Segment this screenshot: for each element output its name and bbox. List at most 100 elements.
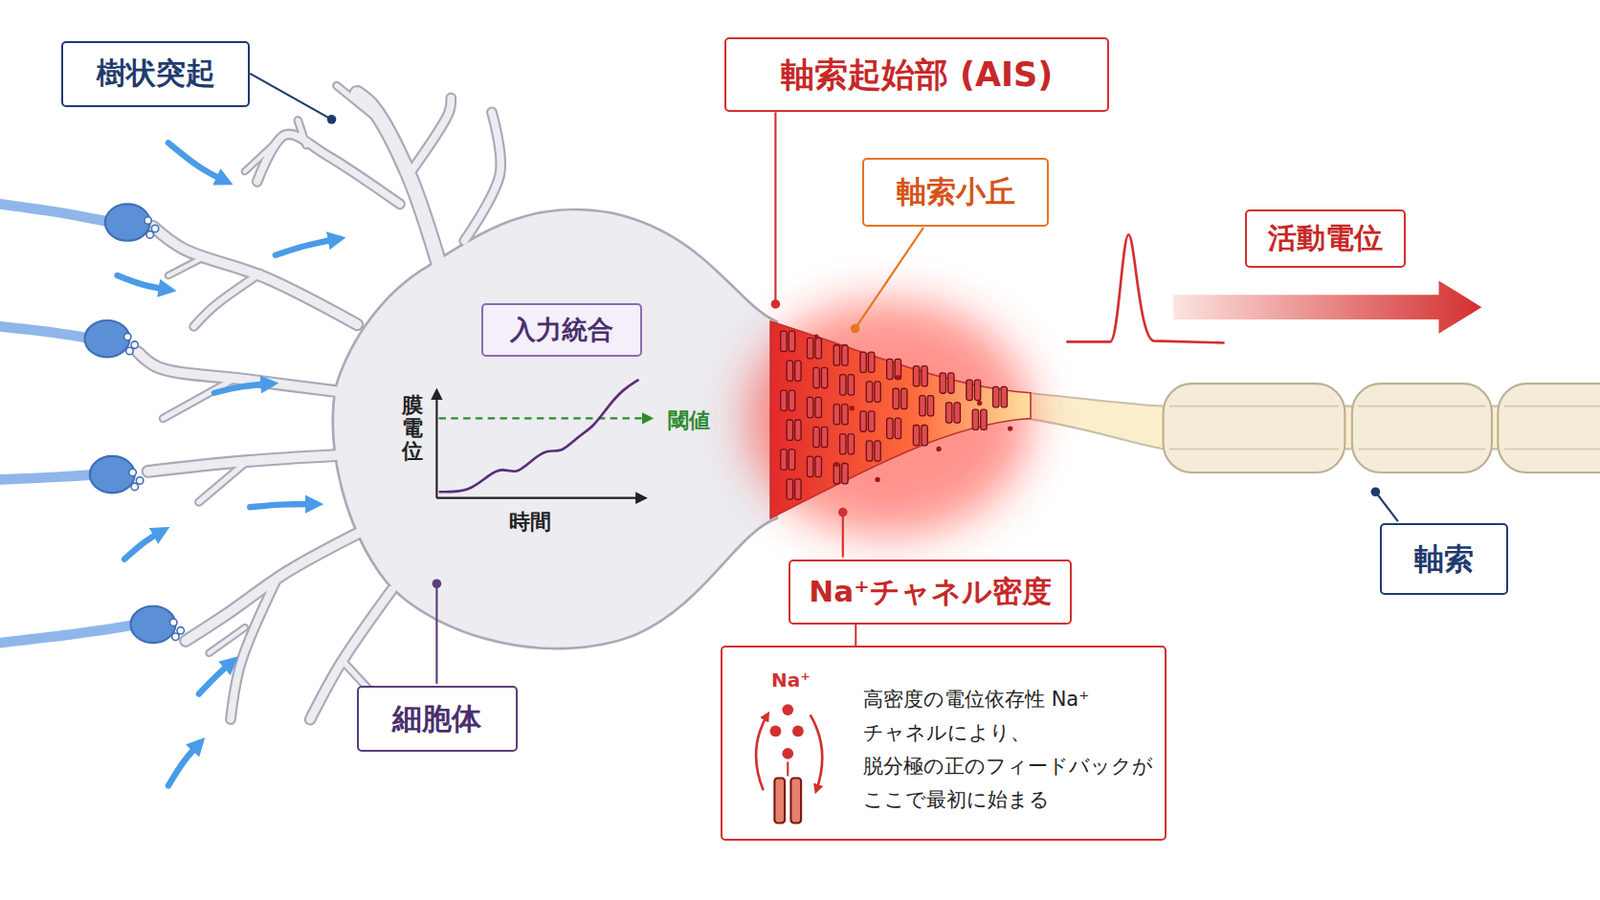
- callout-label: 軸索小丘: [896, 172, 1016, 213]
- sodium-ion: [849, 405, 855, 411]
- action-potential-trace: [1066, 234, 1224, 343]
- leader-dot: [838, 508, 848, 518]
- callout-label: 軸索: [1414, 539, 1474, 580]
- channel-half: [980, 409, 987, 430]
- part-callout: 細胞体: [356, 686, 517, 753]
- feedback-arrow: [755, 715, 768, 792]
- sodium-channel: [806, 397, 822, 418]
- channel-half: [921, 424, 928, 445]
- synaptic-spine: [126, 347, 134, 355]
- channel-half: [945, 402, 952, 423]
- sodium-channel: [972, 409, 987, 430]
- dendrite: [209, 627, 245, 654]
- sodium-ion: [781, 705, 794, 717]
- channel-half: [806, 397, 813, 418]
- input-arrow: [199, 661, 233, 694]
- explanation-text: 高密度の電位依存性 Na⁺チャネルにより、 脱分極の正のフィードバックが ここで…: [863, 683, 1165, 818]
- callout-label: 活動電位: [1267, 219, 1383, 259]
- channel-half: [795, 420, 801, 441]
- threshold-label: 閾値: [667, 406, 711, 436]
- sodium-channel: [786, 360, 801, 381]
- channel-half: [833, 404, 840, 425]
- synaptic-spine: [177, 627, 184, 635]
- myelin-sheath: [1163, 383, 1346, 473]
- axon-initial-segment: [770, 321, 1031, 519]
- channel-half: [813, 367, 820, 388]
- sodium-channel: [945, 402, 960, 423]
- channel-half: [919, 396, 926, 417]
- channel-half: [806, 337, 813, 358]
- myelin-line: [1169, 405, 1339, 408]
- input-arrow: [214, 383, 272, 394]
- channel-half: [840, 434, 846, 455]
- channel-half: [780, 331, 787, 352]
- sodium-channel: [780, 390, 796, 411]
- sodium-ion: [874, 477, 880, 483]
- sodium-channel: [866, 441, 881, 462]
- sodium-channel: [993, 386, 1008, 407]
- channel-half: [806, 456, 813, 477]
- channel-half: [842, 464, 848, 485]
- sodium-ion: [1007, 425, 1013, 431]
- sodium-channel: [866, 381, 881, 402]
- sodium-channel: [912, 366, 928, 387]
- dendrite-outline: [209, 627, 245, 654]
- synaptic-spine: [146, 231, 154, 239]
- sodium-channel: [860, 352, 875, 373]
- sodium-channels: [780, 331, 1008, 500]
- channel-half: [847, 434, 854, 455]
- input-arrow: [275, 239, 339, 256]
- synaptic-spine: [131, 341, 138, 349]
- synaptic-spine: [172, 633, 179, 641]
- channel-half: [774, 778, 785, 824]
- sodium-channel: [892, 388, 908, 409]
- dendrite-outline: [408, 97, 452, 176]
- channel-half: [795, 479, 801, 500]
- sodium-channel: [860, 411, 875, 432]
- channel-half: [887, 418, 893, 439]
- synaptic-spine: [131, 483, 138, 490]
- ais-glow: [744, 301, 1031, 536]
- sodium-channel: [780, 449, 796, 470]
- channel-half: [815, 456, 822, 477]
- input-arrow: [168, 743, 200, 787]
- channel-half: [927, 396, 934, 417]
- input-arrow: [249, 504, 316, 508]
- channel-half: [954, 402, 960, 423]
- myelin-line: [1504, 448, 1600, 451]
- channel-half: [866, 381, 872, 402]
- myelin-line: [1357, 448, 1486, 451]
- channel-half: [974, 379, 980, 400]
- presynaptic-axon: [0, 326, 92, 339]
- myelin-line: [1357, 405, 1486, 408]
- callout-label: Na⁺チャネル密度: [808, 572, 1051, 613]
- sodium-channel: [813, 426, 828, 447]
- leader-dot: [850, 324, 861, 334]
- dendrite: [168, 257, 204, 276]
- feedback-arrow: [810, 715, 823, 792]
- channel-half: [993, 386, 1000, 407]
- membrane-potential-curve: [439, 379, 640, 492]
- channel-half: [860, 411, 867, 432]
- leader-line: [435, 583, 438, 685]
- dendrite-outline: [464, 111, 501, 241]
- channel-half: [847, 375, 854, 396]
- dendrite: [408, 97, 452, 176]
- dendrite-outline: [163, 377, 238, 420]
- dendrite: [244, 142, 276, 172]
- region-callout: 軸索起始部 (AIS): [724, 37, 1110, 112]
- callout-label: 入力統合: [510, 312, 614, 348]
- sodium-channel: [840, 434, 855, 455]
- channel-half: [894, 358, 901, 379]
- sodium-ion: [781, 748, 794, 760]
- neuron-outline: [137, 86, 776, 721]
- channel-half: [842, 345, 848, 366]
- channel-half: [887, 358, 893, 379]
- sodium-ion: [813, 333, 819, 339]
- sodium-channel: [887, 418, 902, 439]
- channel-half: [821, 367, 827, 388]
- dendrite-outline: [194, 273, 261, 327]
- myelin-line: [1504, 405, 1600, 408]
- sodium-channel: [966, 379, 981, 400]
- threshold-line: [439, 417, 650, 420]
